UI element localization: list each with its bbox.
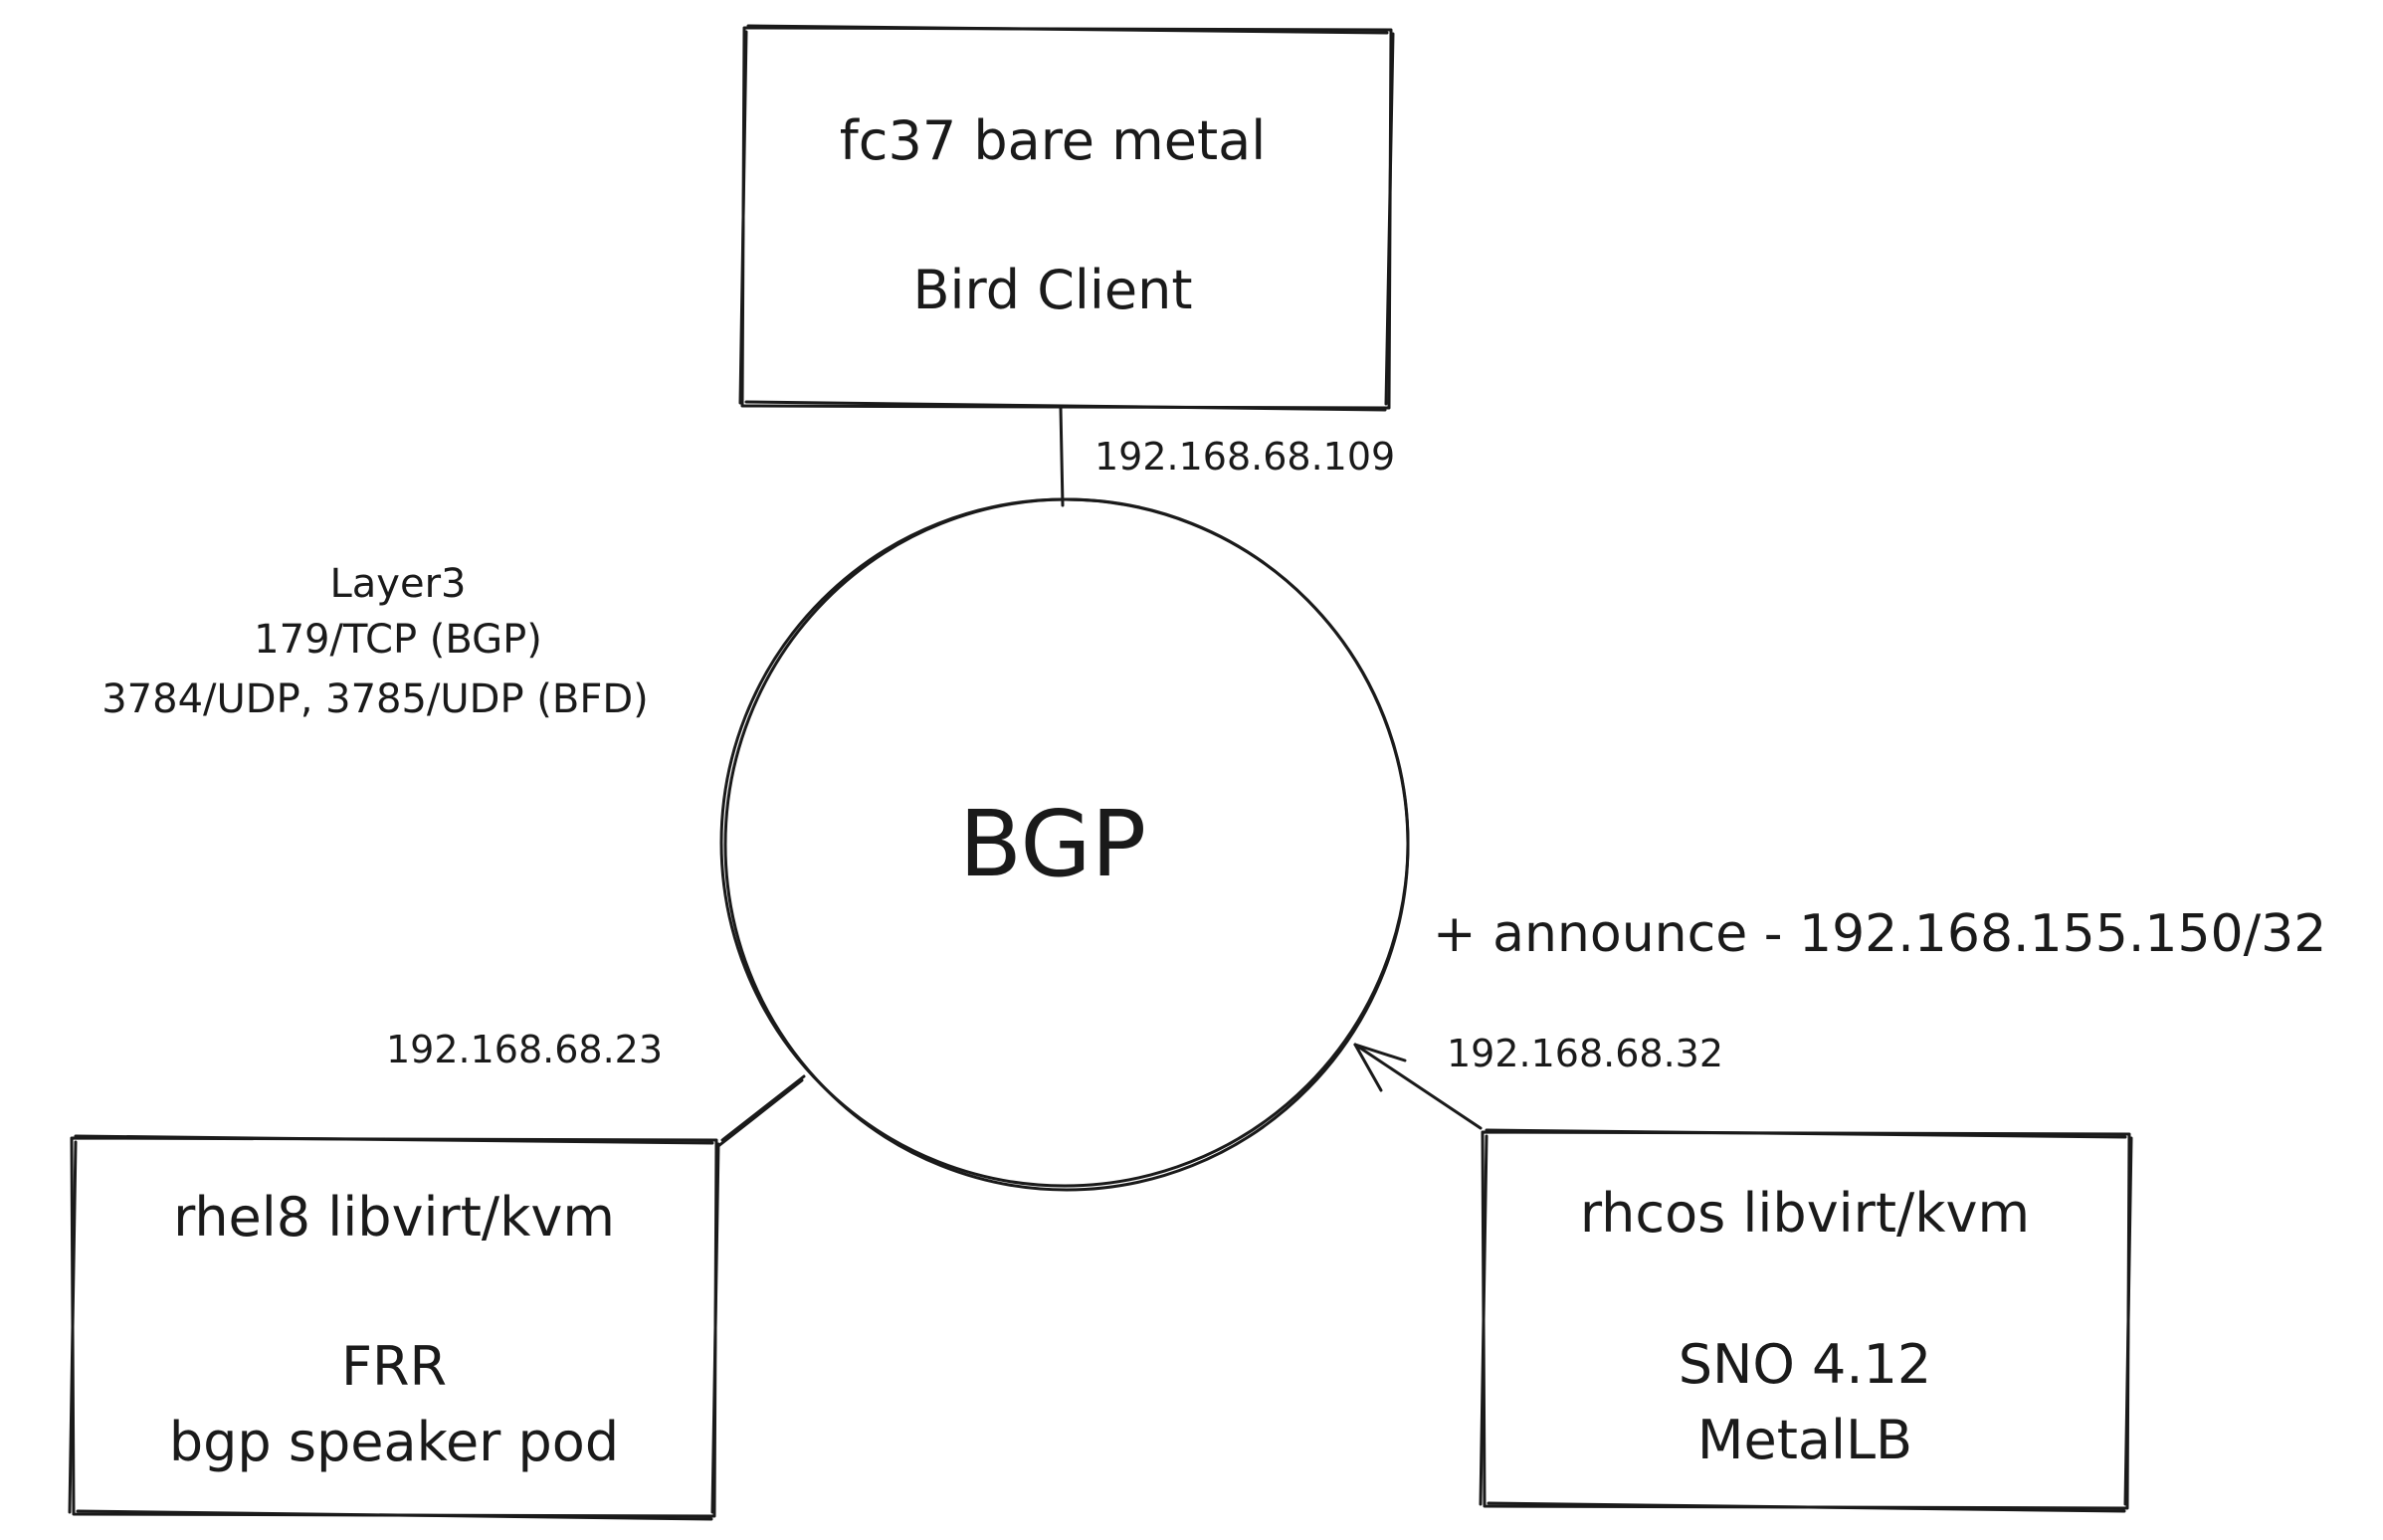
link-left-ip: 192.168.68.23 [386,1028,663,1071]
node-fc37-bare-metal: fc37 bare metal Bird Client [738,24,1395,412]
node-rhel8-role: bgp speaker pod [169,1411,619,1473]
link-top-ip: 192.168.68.109 [1094,435,1395,479]
protocol-note-bfd-ports: 3784/UDP, 3785/UDP (BFD) [101,676,649,722]
link-top: 192.168.68.109 [1059,406,1395,507]
link-right: 192.168.68.32 [1353,1032,1723,1130]
node-rhcos-platform: SNO 4.12 [1679,1333,1932,1396]
bgp-circle-sketch [723,497,1410,1192]
node-rhel8-libvirt: rhel8 libvirt/kvm FRR bgp speaker pod [68,1134,720,1521]
node-rhel8-title: rhel8 libvirt/kvm [173,1186,615,1249]
node-rhcos-libvirt: rhcos libvirt/kvm SNO 4.12 MetalLB [1479,1128,2133,1513]
link-right-line [1353,1043,1483,1130]
protocol-note-layer: Layer3 [330,561,467,607]
link-top-line [1059,406,1065,507]
node-rhel8-software: FRR [341,1335,447,1398]
link-left: 192.168.68.23 [386,1028,806,1148]
node-fc37-box-sketch [738,24,1395,412]
announce-route-label: + announce - 192.168.155.150/32 [1433,904,2326,964]
protocol-note: Layer3 179/TCP (BGP) 3784/UDP, 3785/UDP … [101,561,649,722]
node-fc37-box [740,26,1393,410]
link-left-line-sketch [720,1074,806,1142]
bgp-label: BGP [959,791,1146,897]
link-right-arrowhead [1353,1043,1407,1092]
node-fc37-subtitle: Bird Client [912,259,1192,321]
protocol-note-bgp-port: 179/TCP (BGP) [254,617,542,663]
bgp-hub: BGP [719,497,1410,1192]
node-rhcos-title: rhcos libvirt/kvm [1580,1182,2030,1245]
link-left-line [716,1078,804,1148]
node-rhcos-software: MetalLB [1697,1409,1912,1471]
node-rhcos-box-sketch [1479,1128,2133,1513]
link-right-ip: 192.168.68.32 [1447,1032,1723,1075]
node-fc37-title: fc37 bare metal [840,109,1266,172]
node-rhel8-box-sketch [68,1134,720,1521]
